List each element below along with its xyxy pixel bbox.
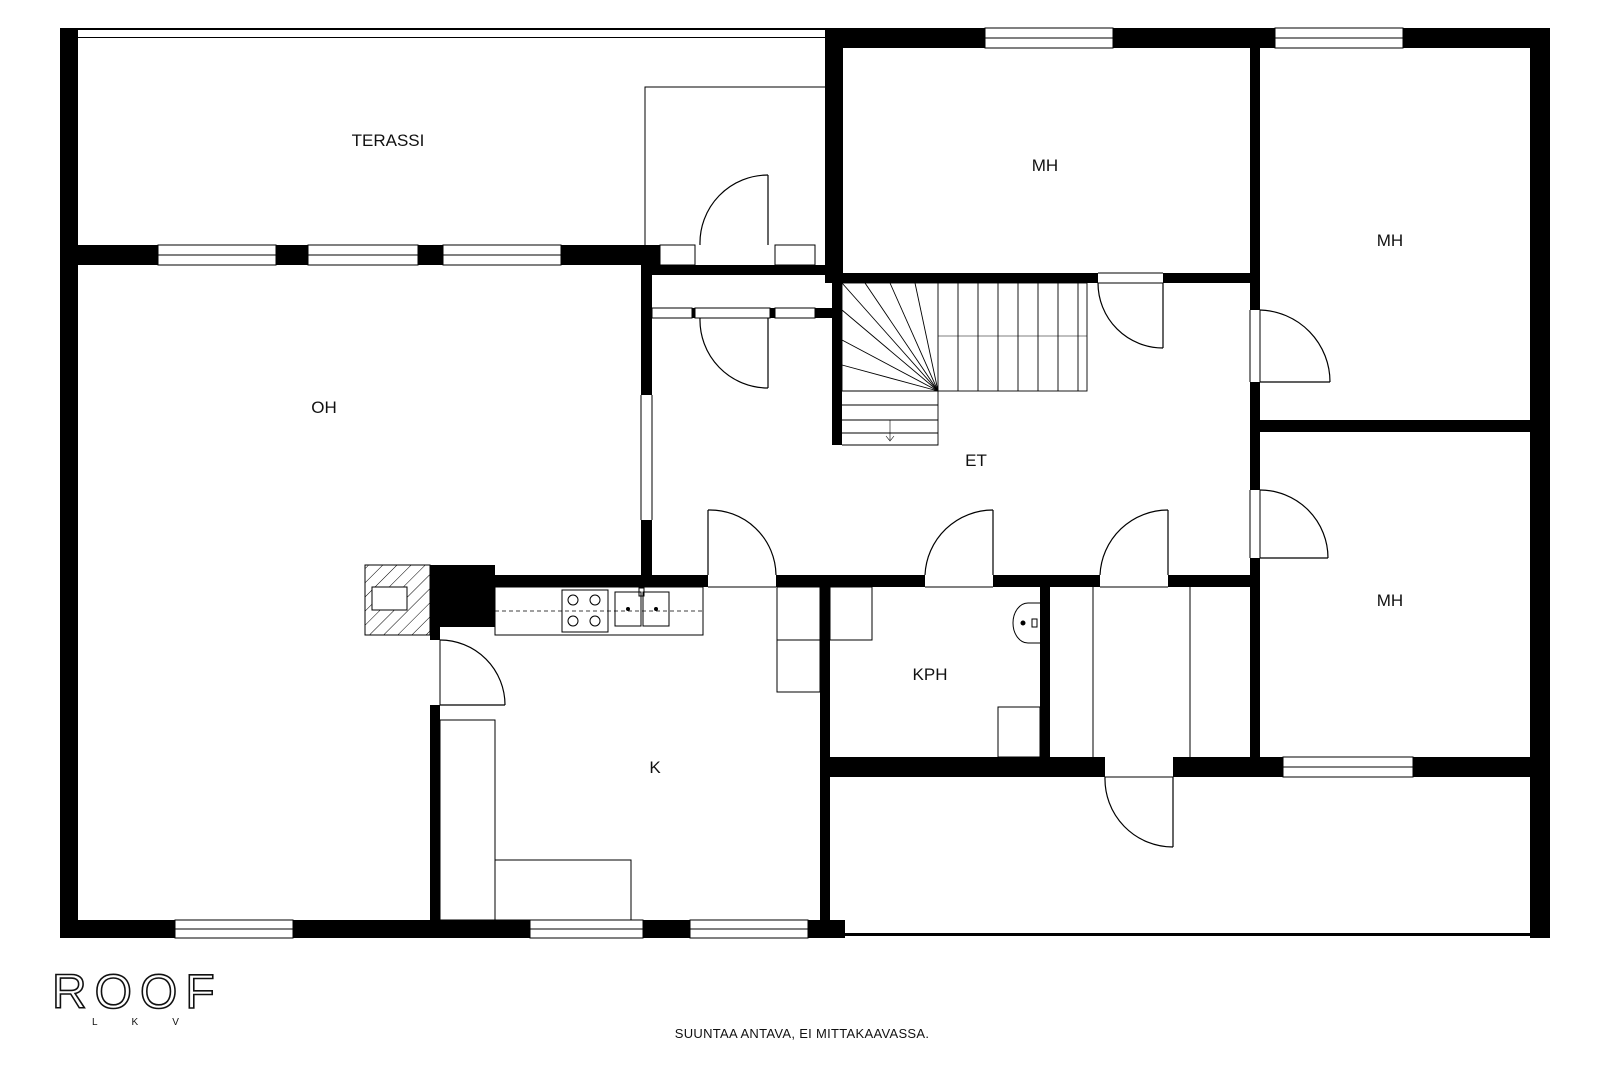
terrace-lines bbox=[644, 86, 825, 245]
room-label-terassi: TERASSI bbox=[352, 131, 425, 150]
door-swings bbox=[439, 174, 1331, 848]
logo-sub-text: LKV bbox=[92, 1017, 213, 1028]
room-label-oh: OH bbox=[311, 398, 337, 417]
fireplace bbox=[364, 564, 431, 636]
room-label-mh-top: MH bbox=[1032, 156, 1058, 175]
stairs bbox=[841, 282, 1088, 446]
logo: ROOF LKV bbox=[51, 965, 223, 1028]
room-label-kph: KPH bbox=[913, 665, 948, 684]
walls bbox=[60, 28, 1550, 938]
room-label-et: ET bbox=[965, 451, 987, 470]
door-openings bbox=[430, 245, 1260, 777]
kitchen-fixtures bbox=[439, 586, 821, 921]
disclaimer-text: SUUNTAA ANTAVA, EI MITTAKAAVASSA. bbox=[675, 1026, 930, 1041]
bathroom-fixtures bbox=[829, 586, 1041, 758]
closet-lines bbox=[1092, 587, 1191, 757]
windows bbox=[157, 27, 1414, 939]
room-label-mh-right-bottom: MH bbox=[1377, 591, 1403, 610]
logo-main-text: ROOF bbox=[52, 966, 223, 1019]
room-label-k: K bbox=[649, 758, 661, 777]
room-label-mh-right-top: MH bbox=[1377, 231, 1403, 250]
opening-lines bbox=[439, 272, 1261, 778]
